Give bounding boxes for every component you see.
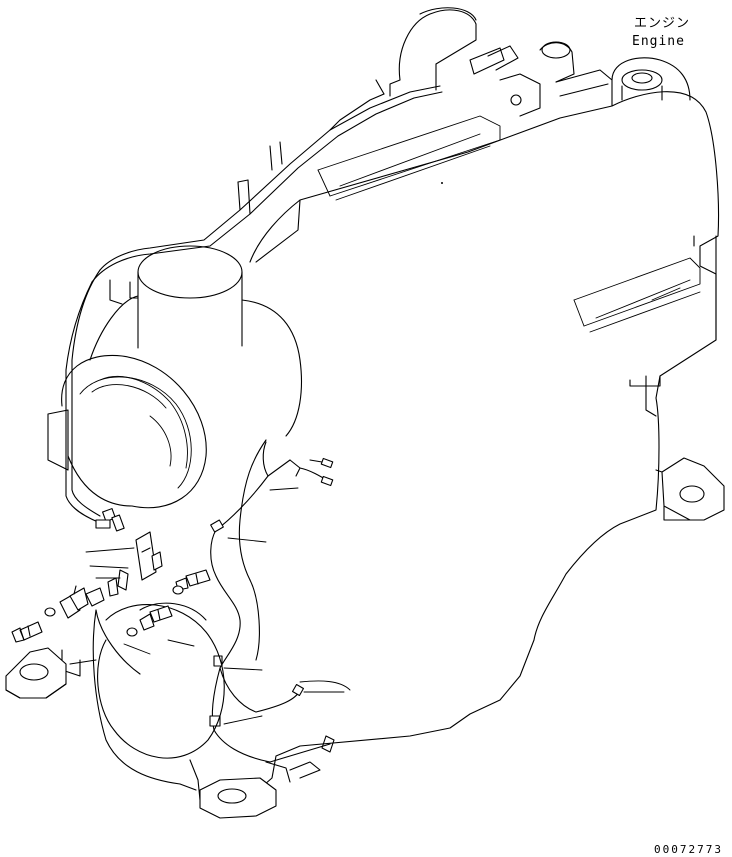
- bolt-2: [139, 605, 173, 631]
- engine-label-english: Engine: [632, 34, 685, 49]
- upper-pipes: [389, 7, 613, 117]
- leader-lines: [85, 487, 351, 725]
- mount-foot-right: [655, 457, 725, 521]
- engine-label-japanese: エンジン: [634, 16, 691, 31]
- bracket-assembly: [95, 508, 163, 597]
- flywheel-housing: [61, 602, 225, 791]
- mount-foot-bottom: [199, 761, 321, 819]
- washer-1: [172, 585, 184, 595]
- mount-foot-left: [5, 647, 67, 699]
- reference-dot: [441, 182, 443, 184]
- harness-conduit: [65, 79, 443, 523]
- clip-assembly: [59, 585, 105, 619]
- washer-3: [44, 607, 56, 617]
- drawing-number: 00072773: [654, 843, 723, 856]
- engine-outline: [189, 57, 720, 809]
- turbo-inlet-ring: [47, 354, 207, 509]
- head-cover-ribs: [317, 115, 701, 333]
- harness-wiring: [209, 441, 335, 763]
- bolt-3: [11, 621, 43, 643]
- turbocharger: [89, 245, 302, 661]
- washer-2: [126, 627, 138, 637]
- bolt-1: [175, 569, 211, 591]
